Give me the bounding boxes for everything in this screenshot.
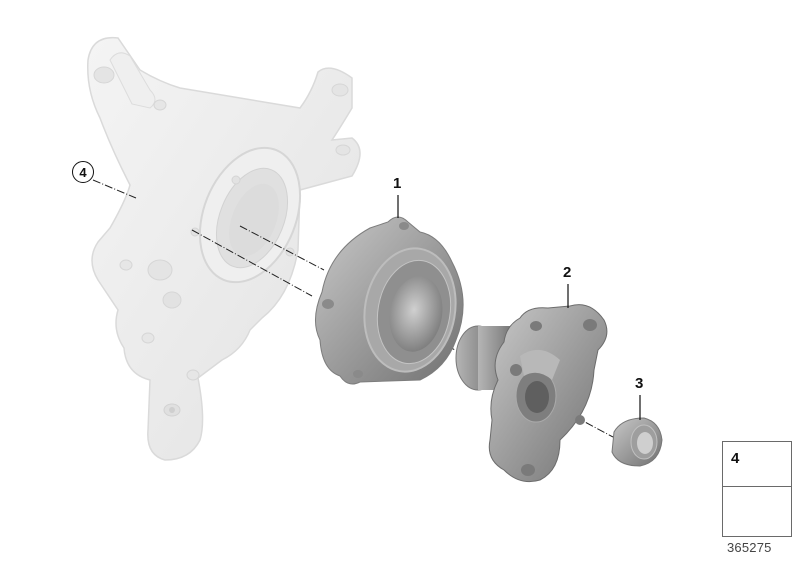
- callout-part-1[interactable]: 1: [393, 175, 402, 192]
- part-3-collar-nut[interactable]: [611, 417, 663, 467]
- callout-part-3[interactable]: 3: [635, 375, 644, 392]
- legend-item-number: 4: [731, 450, 740, 467]
- legend-direction-row: [723, 487, 791, 537]
- legend-item-row[interactable]: 4: [723, 442, 791, 487]
- part-1-wheel-bearing[interactable]: [315, 216, 465, 385]
- callout-leaders: [397, 195, 641, 420]
- callout-part-2[interactable]: 2: [563, 264, 572, 281]
- steering-knuckle: [87, 36, 361, 461]
- catalog-number: 365275: [727, 540, 772, 555]
- part-2-wheel-hub[interactable]: [455, 304, 608, 483]
- callout-part-4-circled[interactable]: 4: [72, 161, 94, 183]
- parts-legend: 4: [722, 441, 792, 537]
